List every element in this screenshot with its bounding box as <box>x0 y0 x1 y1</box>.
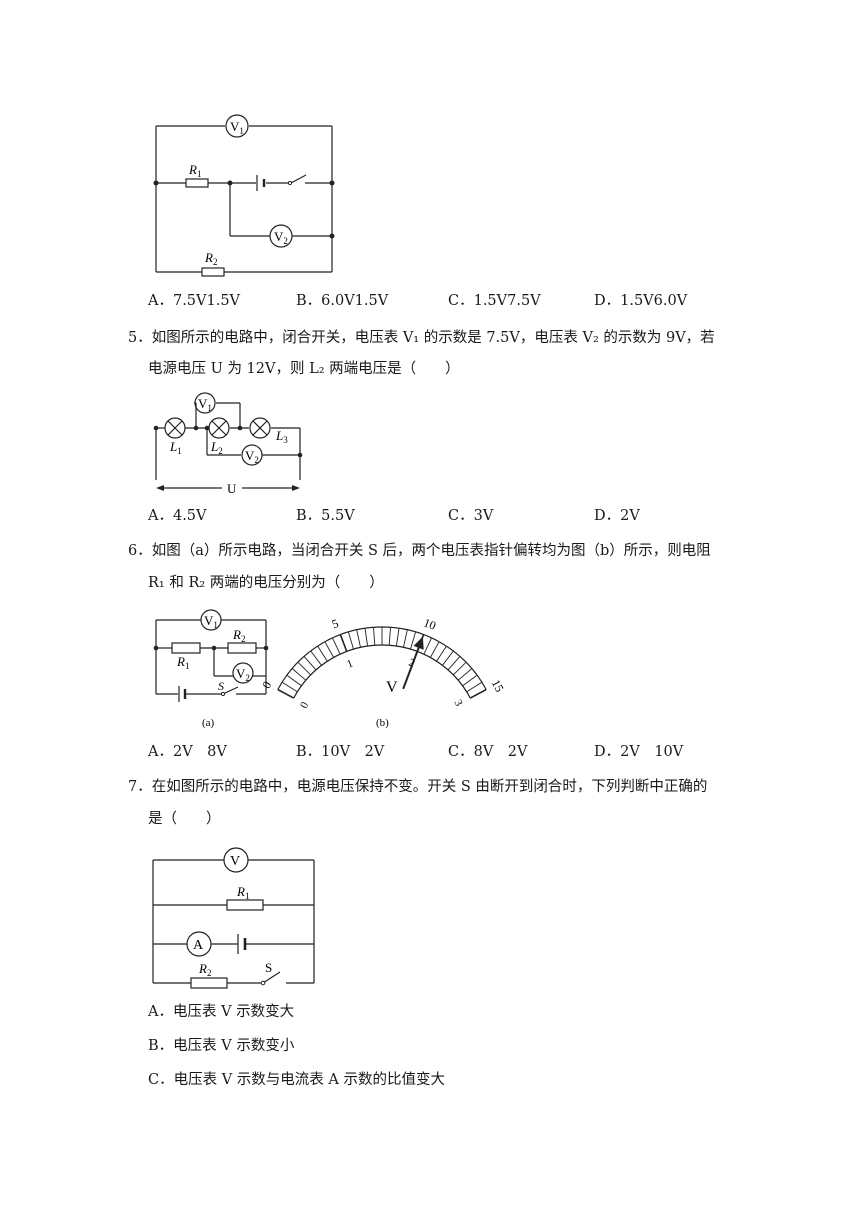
q7-option-c[interactable]: C．电压表 V 示数与电流表 A 示数的比值变大 <box>148 1072 445 1088</box>
dial-tick <box>403 629 408 648</box>
q4-r1-label: R1 <box>188 162 201 179</box>
dial-tick <box>339 634 348 652</box>
dial-tick <box>469 688 487 699</box>
q4-option-d[interactable]: D．1.5V6.0V <box>594 293 688 309</box>
q5-v2-label: V2 <box>245 448 259 465</box>
dial-tick <box>436 645 447 662</box>
q7-question-line1: 7．在如图所示的电路中，电源电压保持不变。开关 S 由断开到闭合时，下列判断中正… <box>128 779 708 795</box>
dial-tick <box>388 627 391 646</box>
q5-u-label: U <box>227 481 237 496</box>
q6a-v2-label: V2 <box>236 666 250 683</box>
q5-option-b[interactable]: B．5.5V <box>296 508 355 524</box>
q6b-outer-tick-0: 0 <box>259 679 274 691</box>
dial-tick <box>430 641 440 658</box>
q6a-v1-label: V1 <box>204 613 218 630</box>
dial-tick <box>373 627 376 646</box>
q6b-inner-tick-3: 3 <box>452 698 465 709</box>
q4-circuit-diagram: V1 V2 R1 R2 <box>153 114 335 277</box>
dial-tick <box>281 681 298 693</box>
dial-tick <box>364 628 369 647</box>
q6a-r1-label: R1 <box>176 654 189 671</box>
q5-l3-label: L3 <box>275 428 288 445</box>
dial-tick <box>356 629 361 648</box>
q6b-inner-tick-0: 0 <box>298 700 311 711</box>
dial-tick <box>297 661 312 676</box>
dial-tick <box>442 650 454 666</box>
q4-option-b[interactable]: B．6.0V1.5V <box>296 293 389 309</box>
q6b-inner-tick-1: 1 <box>345 657 354 670</box>
q4-option-a[interactable]: A．7.5V1.5V <box>148 293 241 309</box>
dial-tick <box>332 637 341 655</box>
q6a-caption: (a) <box>202 717 215 729</box>
q6-option-c[interactable]: C．8V 2V <box>448 744 528 760</box>
q6b-outer-tick-10: 10 <box>422 615 438 632</box>
q6b-caption: (b) <box>376 717 389 729</box>
dial-tick <box>277 688 295 699</box>
q5-l2-label: L2 <box>210 439 223 456</box>
dial-tick <box>447 656 461 671</box>
q6-option-b[interactable]: B．10V 2V <box>296 744 385 760</box>
q6a-switch-label: S <box>218 679 224 693</box>
dial-tick <box>317 645 328 662</box>
dial-tick <box>324 641 334 658</box>
dial-tick <box>347 631 354 650</box>
dial-tick <box>457 668 473 681</box>
q7-r1-label: R1 <box>236 884 249 901</box>
q7-option-a[interactable]: A．电压表 V 示数变大 <box>148 1004 295 1020</box>
q6-question-line2: R₁ 和 R₂ 两端的电压分别为（ ） <box>148 575 384 591</box>
q5-l1-label: L1 <box>169 439 182 456</box>
dial-tick <box>310 650 322 666</box>
q5-option-a[interactable]: A．4.5V <box>148 508 207 524</box>
q6-question-line1: 6．如图（a）所示电路，当闭合开关 S 后，两个电压表指针偏转均为图（b）所示，… <box>128 543 711 559</box>
dial-tick <box>462 674 478 687</box>
q6b-outer-tick-5: 5 <box>330 616 341 631</box>
q4-r2-label: R2 <box>204 250 217 267</box>
dial-tick <box>452 661 467 676</box>
q4-v2-label: V2 <box>274 229 288 246</box>
q5-circuit-diagram: V1 V2 L1 L2 L3 U <box>153 392 303 496</box>
q6b-unit-label: V <box>386 679 398 696</box>
q6-option-a[interactable]: A．2V 8V <box>148 744 227 760</box>
q7-circuit-diagram: V A R1 R2 S <box>152 847 315 989</box>
dial-tick <box>291 668 307 681</box>
q7-question-line2: 是（ ） <box>148 811 221 827</box>
q7-a-label: A <box>193 938 204 953</box>
q6b-outer-tick-15: 15 <box>489 677 507 694</box>
q7-v-label: V <box>230 854 240 869</box>
q7-switch-label: S <box>265 960 272 975</box>
q6a-r2-label: R2 <box>232 627 245 644</box>
dial-tick <box>303 656 317 671</box>
q6-voltmeter-dial-b: 0 5 10 15 0 1 2 3 V (b) <box>259 615 507 729</box>
q5-option-c[interactable]: C．3V <box>448 508 494 524</box>
q5-option-d[interactable]: D．2V <box>594 508 640 524</box>
dial-tick <box>395 628 400 647</box>
q4-option-c[interactable]: C．1.5V7.5V <box>448 293 541 309</box>
q5-question-line2: 电源电压 U 为 12V，则 L₂ 两端电压是（ ） <box>148 361 460 377</box>
q6-option-d[interactable]: D．2V 10V <box>594 744 684 760</box>
q6-circuit-diagram-a: V1 V2 R1 R2 S (a) <box>153 609 269 729</box>
dial-tick <box>466 681 483 693</box>
q7-option-b[interactable]: B．电压表 V 示数变小 <box>148 1038 295 1054</box>
q5-question-line1: 5．如图所示的电路中，闭合开关，电压表 V₁ 的示数是 7.5V，电压表 V₂ … <box>128 330 715 346</box>
dial-tick <box>423 637 432 655</box>
q7-r2-label: R2 <box>198 961 211 978</box>
dial-tick <box>286 674 302 687</box>
q6b-inner-tick-2: 2 <box>407 657 416 670</box>
dial-tick <box>410 631 417 650</box>
q5-v1-label: V1 <box>198 396 212 413</box>
q4-v1-label: V1 <box>230 119 244 136</box>
